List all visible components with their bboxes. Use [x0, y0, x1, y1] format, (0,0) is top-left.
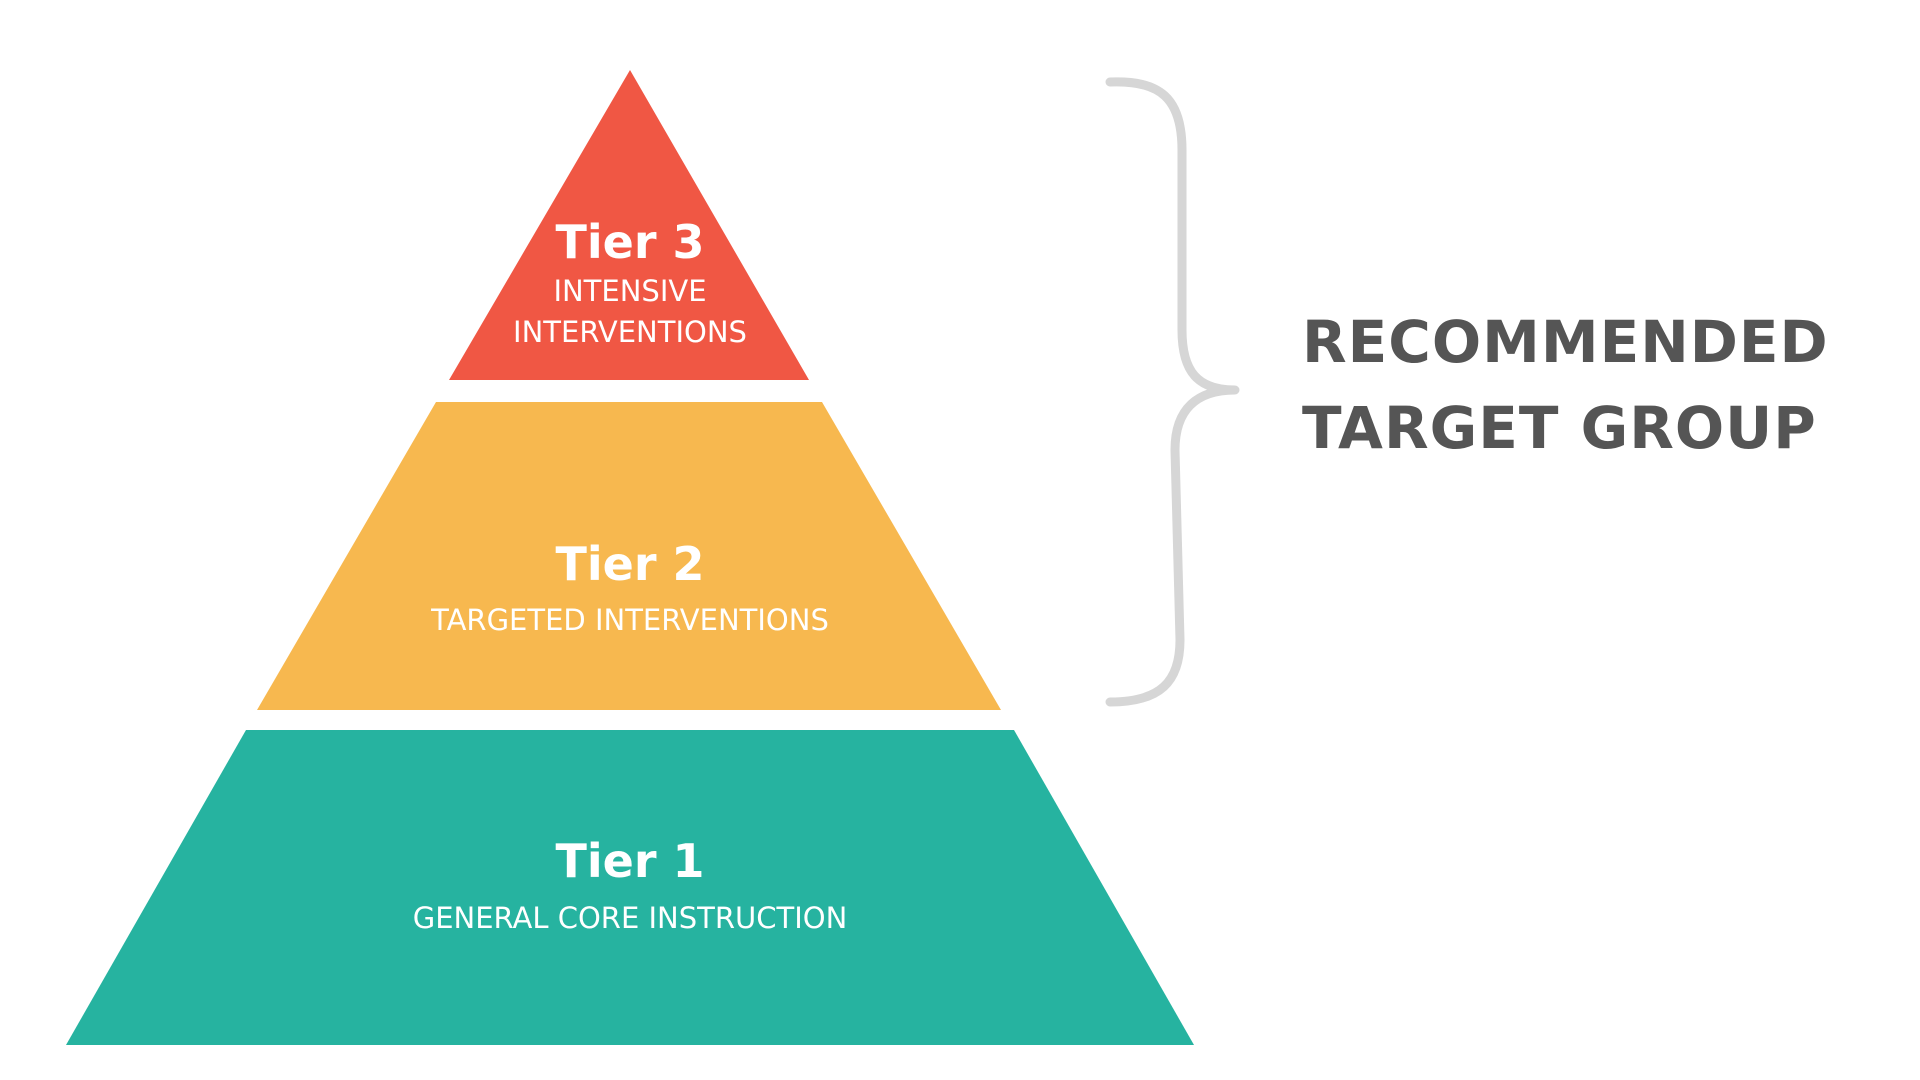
tier-2-segment: Tier 2 TARGETED INTERVENTIONS	[257, 402, 1001, 710]
tier-3-shape	[449, 70, 809, 380]
tier-3-segment: Tier 3 INTENSIVE INTERVENTIONS	[449, 70, 809, 380]
tier-3-subtitle-line-2: INTERVENTIONS	[513, 315, 747, 349]
recommended-target-group-line-2: TARGET GROUP	[1302, 394, 1817, 462]
tier-1-shape	[66, 730, 1194, 1045]
tier-3-title: Tier 3	[555, 215, 704, 269]
tier-1-subtitle: GENERAL CORE INSTRUCTION	[413, 901, 848, 935]
tier-1-title: Tier 1	[555, 834, 704, 888]
tier-1-segment: Tier 1 GENERAL CORE INSTRUCTION	[66, 730, 1194, 1045]
tier-2-shape	[257, 402, 1001, 710]
curly-brace-bracket	[1105, 77, 1240, 707]
tier-2-title: Tier 2	[555, 537, 704, 591]
tier-2-subtitle: TARGETED INTERVENTIONS	[430, 603, 829, 637]
tier-3-subtitle-line-1: INTENSIVE	[553, 274, 706, 308]
recommended-target-group-line-1: RECOMMENDED	[1302, 308, 1829, 376]
